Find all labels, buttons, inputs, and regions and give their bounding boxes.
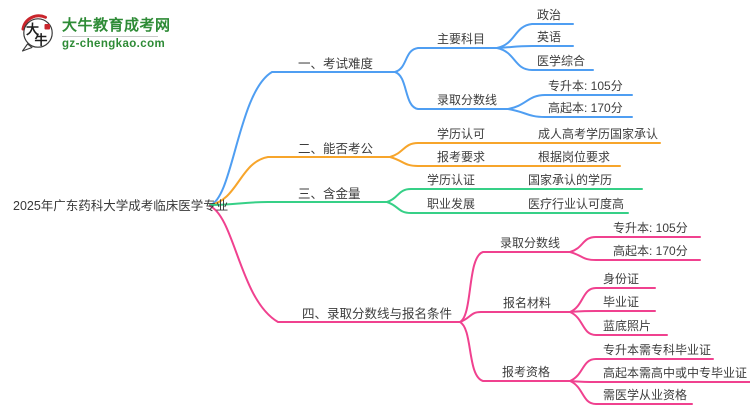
- node-root: 2025年广东药科大学成考临床医学专业: [13, 199, 229, 213]
- node-gqb-score: 高起本: 170分: [548, 101, 623, 115]
- link-main-subjects: [394, 47, 498, 73]
- link-zsb-score: [507, 94, 633, 110]
- link-medical-qualification: [569, 380, 693, 405]
- link-diploma: [569, 310, 656, 313]
- link-degree-certification: [386, 188, 643, 203]
- node-exam-difficulty: 一、考试难度: [298, 57, 374, 71]
- link-medical-comprehensive: [496, 47, 594, 71]
- node-degree-recognition-detail: 成人高考学历国家承认: [538, 127, 659, 141]
- node-main-subjects: 主要科目: [437, 32, 486, 46]
- link-exam-difficulty: [209, 71, 396, 206]
- link-gqb-qualification: [569, 380, 750, 383]
- link-admission-score-2: [459, 251, 571, 323]
- site-logo[interactable]: 大 牛 大牛教育成考网 gz-chengkao.com: [18, 11, 171, 53]
- link-gqb-score: [507, 108, 633, 118]
- site-url: gz-chengkao.com: [62, 37, 166, 50]
- node-medical-qualification: 需医学从业资格: [603, 388, 688, 402]
- node-degree-certification: 学历认证: [427, 173, 476, 187]
- node-blue-photo: 蓝底照片: [603, 319, 652, 333]
- node-admission-score-2: 录取分数线: [500, 236, 561, 250]
- link-civil-service: [209, 156, 391, 206]
- link-id-card: [569, 287, 656, 313]
- node-id-card: 身份证: [603, 272, 640, 286]
- node-value: 三、含金量: [298, 187, 361, 201]
- node-gqb-score-2: 高起本: 170分: [613, 244, 688, 258]
- logo-text-block: 大牛教育成考网 gz-chengkao.com: [62, 11, 171, 50]
- link-politics: [496, 23, 574, 49]
- node-degree-recognition: 学历认可: [437, 127, 486, 141]
- node-gqb-qualification: 高起本需高中或中专毕业证: [603, 366, 748, 380]
- link-zsb-score-2: [569, 236, 701, 253]
- link-admission-score: [394, 71, 509, 110]
- link-value: [209, 201, 388, 206]
- node-exam-qualification: 报考资格: [502, 365, 551, 379]
- node-english: 英语: [537, 30, 562, 44]
- node-score-and-conditions: 四、录取分数线与报名条件: [302, 307, 453, 321]
- node-zsb-score-2: 专升本: 105分: [613, 221, 688, 235]
- link-exam-qualification: [459, 321, 571, 382]
- link-english: [496, 45, 574, 49]
- node-civil-service: 二、能否考公: [298, 142, 374, 156]
- link-career-development: [386, 201, 629, 214]
- node-politics: 政治: [537, 8, 562, 22]
- link-registration-materials: [459, 311, 571, 323]
- node-career-development: 职业发展: [427, 197, 476, 211]
- link-degree-recognition: [389, 142, 661, 158]
- logo-char-niu: 牛: [35, 33, 48, 49]
- node-medical-comprehensive: 医学综合: [537, 54, 586, 68]
- link-gqb-score-2: [569, 251, 701, 261]
- node-application-requirement-detail: 根据岗位要求: [538, 150, 611, 164]
- link-application-requirement: [389, 156, 621, 167]
- node-zsb-score: 专升本: 105分: [548, 79, 623, 93]
- node-registration-materials: 报名材料: [503, 296, 552, 310]
- logo-char-da: 大: [26, 22, 39, 38]
- node-degree-certification-detail: 国家承认的学历: [528, 173, 613, 187]
- node-admission-score: 录取分数线: [437, 93, 498, 107]
- link-score-and-conditions: [209, 205, 461, 323]
- site-name: 大牛教育成考网: [62, 17, 171, 34]
- node-career-development-detail: 医疗行业认可度高: [528, 197, 625, 211]
- link-blue-photo: [569, 311, 668, 336]
- node-application-requirement: 报考要求: [437, 150, 486, 164]
- link-zsb-qualification: [569, 358, 714, 382]
- logo-divider: [62, 35, 158, 37]
- daniu-logo-icon: 大 牛: [21, 14, 53, 52]
- node-zsb-qualification: 专升本需专科毕业证: [603, 343, 712, 357]
- node-diploma: 毕业证: [603, 295, 640, 309]
